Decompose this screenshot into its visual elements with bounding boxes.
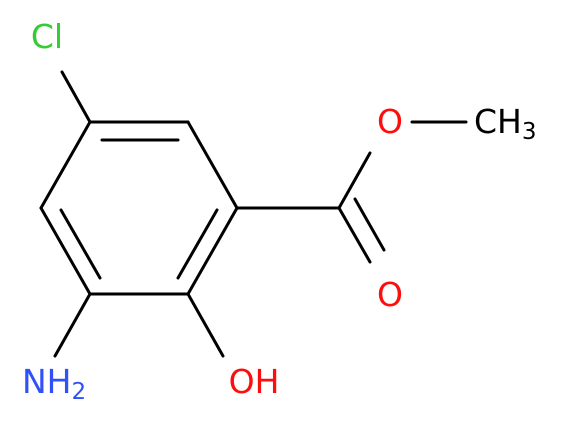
bond-carbonyl-carbon-ester-oxygen	[337, 151, 372, 210]
bond-c5-amino	[53, 292, 92, 358]
bond-c4-hydroxyl	[186, 292, 225, 358]
ring-bond-c3-c4	[186, 206, 239, 296]
chlorine-label: Cl	[31, 17, 63, 56]
ring-bond-c5-c6-inner	[59, 208, 102, 280]
bond-c1-chlorine	[60, 70, 92, 124]
amino-symbol: NH	[22, 362, 72, 401]
ring-bond-c6-c1	[39, 120, 92, 210]
methyl-label: CH3	[474, 102, 537, 145]
ring-bond-c5-c6	[39, 206, 92, 296]
ring-bond-c3-c4-inner	[176, 208, 219, 280]
bond-carbonyl-double-b	[353, 197, 386, 252]
ring-bond-c2-c3	[186, 120, 239, 210]
amino-subscript: 2	[72, 379, 87, 405]
bond-carbonyl-double-a	[337, 206, 372, 264]
hydroxyl-label: OH	[229, 362, 280, 401]
methyl-symbol: CH	[474, 102, 522, 141]
ester-oxygen-label: O	[377, 102, 403, 141]
methyl-subscript: 3	[522, 119, 537, 145]
amino-label: NH2	[22, 362, 86, 405]
carbonyl-oxygen-label: O	[377, 275, 403, 314]
